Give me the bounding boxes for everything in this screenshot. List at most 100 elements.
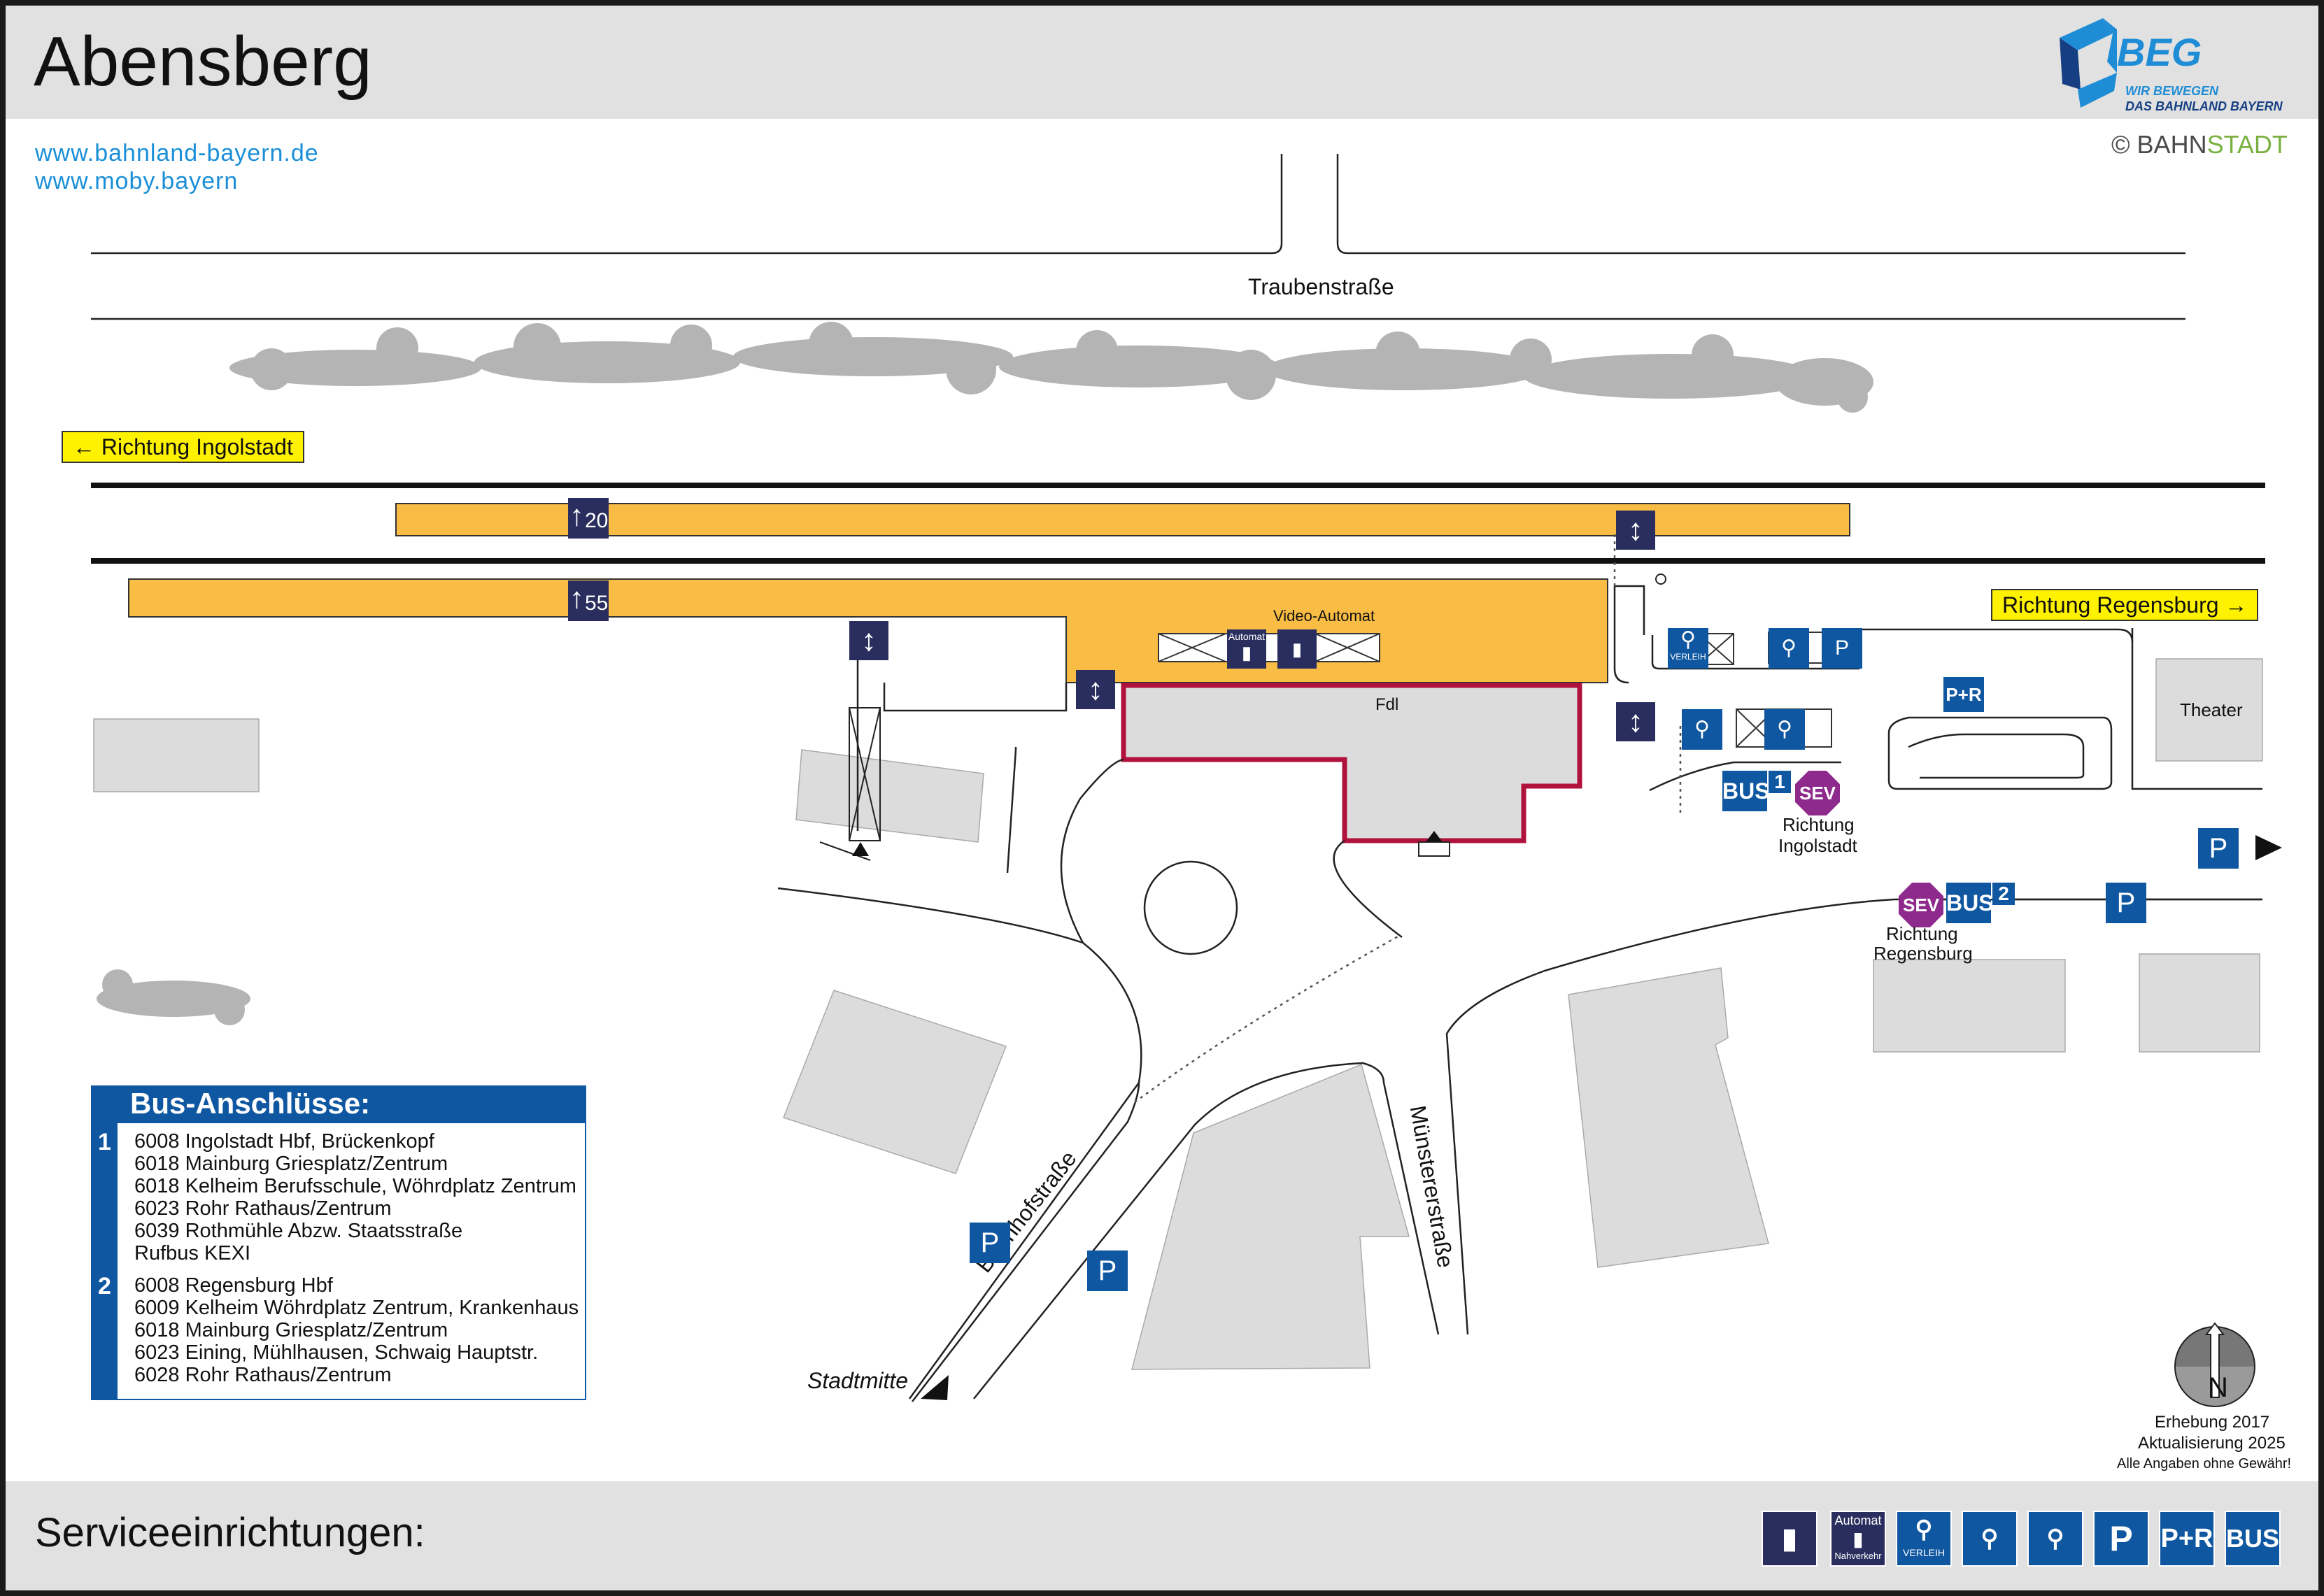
legend-verleih-label: VERLEIH <box>1903 1547 1945 1558</box>
ticket-glyph-icon: ▮ <box>1781 1523 1797 1554</box>
theater-building <box>2155 658 2263 762</box>
bus-line: 6039 Rothmühle Abzw. Staatsstraße <box>134 1220 463 1242</box>
bike-parking-icon-map-2[interactable]: ⚲ <box>1682 709 1722 750</box>
legend-automat-label: Automat <box>1834 1513 1882 1527</box>
label-video-automat: Video-Automat <box>1273 607 1375 625</box>
header-bar <box>6 6 2318 119</box>
sev-stop-2[interactable]: SEV <box>1899 883 1943 927</box>
bike-box-icon-map[interactable]: ⚲ <box>1769 628 1809 669</box>
bicycle-icon: ⚲ <box>2046 1525 2064 1552</box>
roundabout-island <box>1143 860 1238 955</box>
street-label-traubenstrasse: Traubenstraße <box>1248 274 1394 299</box>
parking-icon-2[interactable]: P <box>2106 883 2146 923</box>
bus-stop-2[interactable]: BUS <box>1946 883 1994 923</box>
ticket-shelter <box>1158 633 1380 662</box>
entrance-arrow <box>852 842 869 856</box>
buildings <box>93 658 2263 1370</box>
beg-tagline-1: WIR BEWEGEN <box>2125 84 2218 98</box>
north-arrow <box>2174 1322 2255 1407</box>
bus-connections-panel: Bus-Anschlüsse: 1 6008 Ingolstadt Hbf, B… <box>91 1085 586 1400</box>
access-icon-3[interactable]: ↕ <box>1616 511 1655 550</box>
sev-stop-1[interactable]: SEV <box>1795 771 1840 815</box>
access-icon-2[interactable]: ↕ <box>1076 670 1115 709</box>
legend-nahverkehr-label: Nahverkehr <box>1834 1551 1882 1561</box>
bus-stop-1-direction-2: Ingolstadt <box>1778 835 1857 856</box>
ticket-icon: ▮ <box>1241 642 1252 663</box>
bus-line: 6018 Mainburg Griesplatz/Zentrum <box>134 1153 448 1175</box>
verleih-label: VERLEIH <box>1670 652 1706 662</box>
access-icon-1[interactable]: ↕ <box>849 621 888 660</box>
park-ride-legend-icon[interactable]: P+R <box>2159 1511 2215 1567</box>
station-steps <box>1418 841 1450 857</box>
parking-icon-1[interactable]: P <box>2198 828 2239 869</box>
bus-line: 6023 Eining, Mühlhausen, Schwaig Hauptst… <box>134 1341 539 1364</box>
bus-stop-1[interactable]: BUS <box>1722 771 1770 811</box>
bus-stop-2-direction-2: Regensburg <box>1873 943 1973 964</box>
automat-nahverkehr-icon[interactable]: Automat ▮ Nahverkehr <box>1830 1511 1886 1567</box>
ticket-machine-icon[interactable]: ▮ <box>1762 1511 1818 1567</box>
street-lines-top <box>91 154 2185 320</box>
access-icon-4[interactable]: ↕ <box>1616 702 1655 741</box>
bus-group-strip <box>92 1123 118 1400</box>
automat-icon-map[interactable]: Automat ▮ <box>1227 629 1266 669</box>
beg-wordmark: BEG <box>2117 30 2202 74</box>
bicycle-icon: ⚲ <box>1680 628 1696 651</box>
bus-line: 6018 Mainburg Griesplatz/Zentrum <box>134 1319 448 1341</box>
bus-line: 6008 Ingolstadt Hbf, Brückenkopf <box>134 1130 434 1153</box>
parking-direction-arrow <box>2255 835 2282 860</box>
arrow-up-icon: ↑ <box>569 499 584 532</box>
footpath-dotted <box>1134 934 1400 1104</box>
park-ride-icon-map[interactable]: P+R <box>1943 677 1984 712</box>
bus-group-2-number: 2 <box>98 1273 111 1299</box>
platform-marker-55-label: 55 <box>585 592 609 615</box>
bus-line: 6018 Kelheim Berufsschule, Wöhrdplatz Ze… <box>134 1175 576 1197</box>
platforms <box>128 503 1850 683</box>
label-theater: Theater <box>2180 699 2243 720</box>
bike-rental-legend-icon[interactable]: ⚲ VERLEIH <box>1896 1511 1952 1567</box>
stadtmitte-arrow <box>921 1375 949 1400</box>
ticket-machine-icon-map[interactable]: ▮ <box>1277 629 1317 669</box>
platform-marker-20-label: 20 <box>585 509 609 532</box>
bus-connections-body: 1 6008 Ingolstadt Hbf, Brückenkopf 6018 … <box>91 1122 586 1400</box>
railway-tracks <box>91 483 2265 564</box>
direction-ingolstadt: ← Richtung Ingolstadt <box>62 431 304 463</box>
north-label: N <box>2208 1372 2228 1403</box>
link-bahnland-bayern[interactable]: www.bahnland-bayern.de <box>35 140 319 166</box>
vegetation-strip <box>97 322 1873 1025</box>
bus-connections-title: Bus-Anschlüsse: <box>91 1085 586 1122</box>
bus-line: 6028 Rohr Rathaus/Zentrum <box>134 1364 392 1386</box>
parking-letter: P <box>1834 636 1849 660</box>
parking-icon-4[interactable]: P <box>1087 1251 1128 1291</box>
footer-title: Serviceeinrichtungen: <box>35 1510 425 1555</box>
platform-marker-55: ↑ 55 <box>568 580 609 621</box>
note-survey: Erhebung 2017 <box>2155 1413 2270 1432</box>
copyright-stadt: STADT <box>2206 130 2288 159</box>
note-disclaimer: Alle Angaben ohne Gewähr! <box>2117 1456 2292 1472</box>
station-entrance-arrow <box>1426 831 1443 842</box>
station-title: Abensberg <box>34 22 372 101</box>
ticket-glyph-icon: ▮ <box>1852 1528 1864 1550</box>
label-fdl: Fdl <box>1375 695 1399 714</box>
bus-stop-2-number: 2 <box>1992 883 2015 905</box>
parking-legend-icon[interactable]: P <box>2093 1511 2149 1567</box>
label-stadtmitte: Stadtmitte <box>807 1368 909 1393</box>
parking-icon-3[interactable]: P <box>970 1223 1010 1263</box>
bike-box-icon-map-2[interactable]: ⚲ <box>1764 709 1805 750</box>
direction-regensburg: Richtung Regensburg → <box>1991 589 2259 621</box>
bus-line: 6009 Kelheim Wöhrdplatz Zentrum, Kranken… <box>134 1297 579 1319</box>
station-map <box>91 154 2282 1407</box>
bicycle-icon: ⚲ <box>1981 1525 1999 1552</box>
arrow-up-icon: ↑ <box>569 581 584 614</box>
bike-parking-icon-map[interactable]: P <box>1822 628 1862 669</box>
station-building <box>1121 683 1582 843</box>
beg-tagline-2: DAS BAHNLAND BAYERN <box>2125 99 2283 113</box>
bus-stop-1-direction-1: Richtung <box>1783 814 1855 835</box>
bike-rental-icon-map[interactable]: ⚲ VERLEIH <box>1668 628 1708 669</box>
bike-parking-legend-icon[interactable]: ⚲ <box>2027 1511 2083 1567</box>
bus-legend-icon[interactable]: BUS <box>2225 1511 2281 1567</box>
road-lines <box>777 585 2262 1402</box>
bike-box-legend-icon[interactable]: ⚲ <box>1962 1511 2018 1567</box>
bicycle-icon: ⚲ <box>1915 1516 1933 1543</box>
link-moby-bayern[interactable]: www.moby.bayern <box>35 168 239 194</box>
